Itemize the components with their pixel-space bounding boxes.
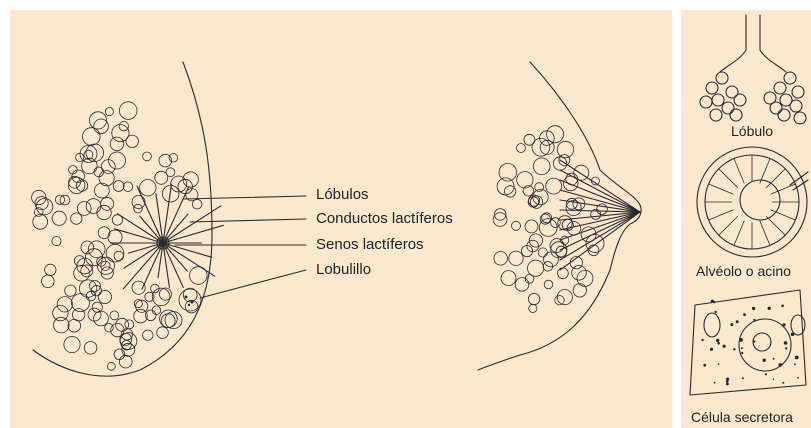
lobulo-detail-drawing: [700, 15, 806, 124]
celula-detail-drawing: [690, 290, 806, 395]
leader-lobulos: [183, 196, 306, 199]
front-view-breast: [32, 62, 224, 376]
label-celula-secretora: Célula secretora: [691, 409, 793, 425]
leader-conductos: [190, 219, 306, 222]
label-lobulos: Lóbulos: [316, 186, 369, 203]
alveolo-detail-drawing: [697, 147, 808, 257]
label-conductos-lactiferos: Conductos lactíferos: [316, 210, 453, 227]
label-lobulillo: Lobulillo: [316, 261, 371, 278]
side-view-breast: [478, 62, 641, 370]
label-senos-lactiferos: Senos lactíferos: [316, 236, 424, 253]
leader-lobulillo: [200, 270, 306, 298]
label-alveolo-o-acino: Alvéolo o acino: [696, 263, 791, 279]
label-lobulo: Lóbulo: [731, 123, 773, 139]
